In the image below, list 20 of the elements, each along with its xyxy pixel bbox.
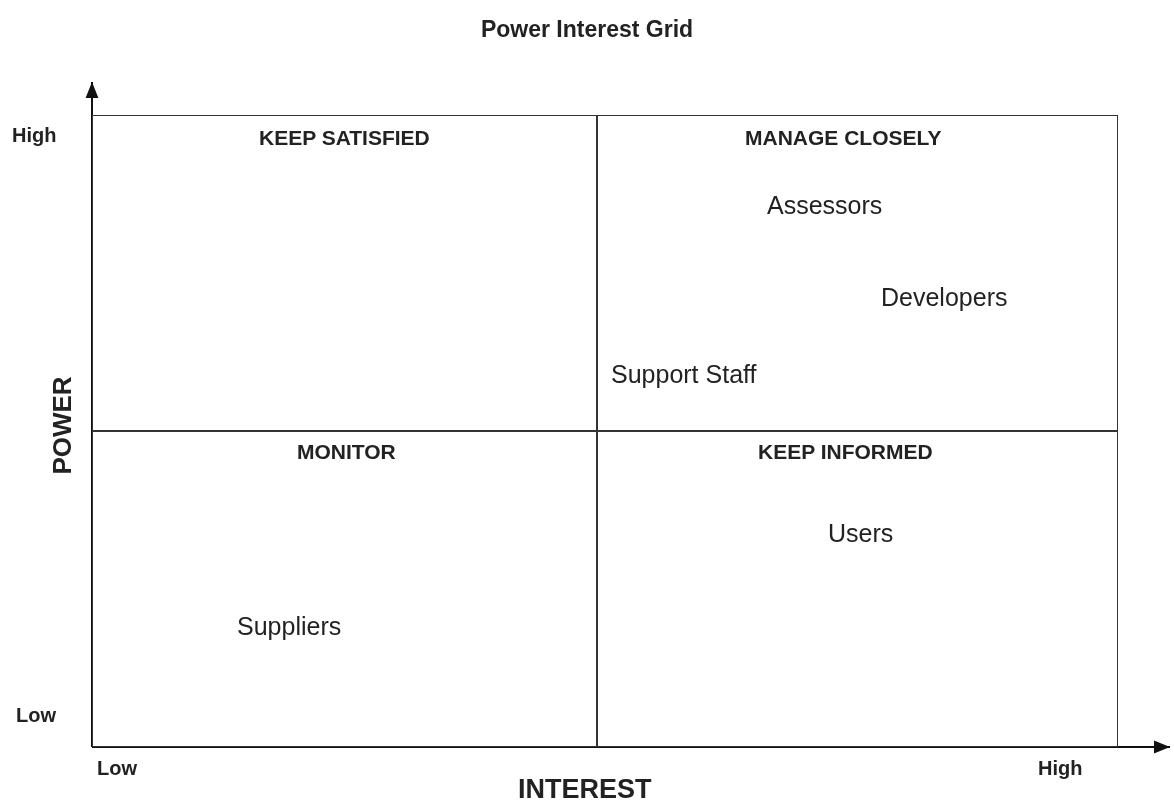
quadrant-box [597, 431, 1118, 747]
axis-title: INTEREST [518, 774, 652, 805]
axis-tick-label: Low [16, 704, 56, 727]
quadrant-heading: MANAGE CLOSELY [745, 126, 942, 150]
stakeholder-name: Assessors [767, 191, 883, 220]
quadrant-box [597, 115, 1118, 431]
axis-tick-label: High [1038, 757, 1083, 780]
axis-title: POWER [46, 375, 78, 475]
stakeholder-name: Users [828, 519, 894, 548]
diagram-title: Power Interest Grid [479, 16, 695, 43]
quadrant-heading: KEEP INFORMED [758, 440, 933, 464]
axis-tick-label: Low [97, 757, 137, 780]
stakeholder-name: Developers [881, 283, 1008, 312]
quadrant-box [92, 431, 597, 747]
stakeholder-name: Support Staff [611, 360, 757, 389]
axis-tick-label: High [12, 124, 57, 147]
quadrant-box [92, 115, 597, 431]
stakeholder-name: Suppliers [237, 612, 342, 641]
quadrant-heading: KEEP SATISFIED [259, 126, 430, 150]
quadrant-heading: MONITOR [297, 440, 396, 464]
